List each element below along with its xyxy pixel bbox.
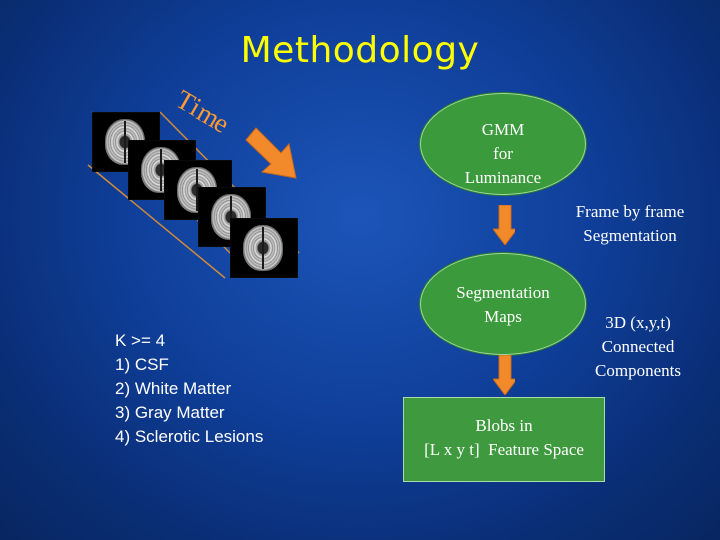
connected-line-2: Connected [601, 337, 675, 356]
blobs-line-2: [L x y t] Feature Space [424, 440, 584, 459]
classes-line-k: K >= 4 [115, 331, 166, 350]
blobs-line-1: Blobs in [475, 416, 533, 435]
segmentation-line-1: Segmentation [456, 283, 550, 302]
classes-line-white-matter: 2) White Matter [115, 379, 232, 398]
blobs-feature-space-box: Blobs in [L x y t] Feature Space [403, 397, 605, 482]
segmentation-line-2: Maps [484, 307, 522, 326]
gmm-line-2: for [493, 144, 513, 163]
mri-frame-5 [230, 218, 298, 278]
frame-by-frame-label: Frame by frame Segmentation [560, 200, 700, 248]
slide-title: Methodology [240, 30, 480, 71]
connected-line-3: Components [595, 361, 681, 380]
frame-by-frame-line-1: Frame by frame [575, 202, 685, 221]
guide-line-middle [87, 164, 226, 279]
gmm-node: GMM for Luminance [420, 93, 586, 195]
time-arrow-icon [245, 127, 297, 179]
frame-by-frame-line-2: Segmentation [583, 226, 677, 245]
down-arrow-icon [493, 205, 515, 245]
classes-line-csf: 1) CSF [115, 355, 169, 374]
segmentation-maps-node: Segmentation Maps [420, 253, 586, 355]
connected-components-label: 3D (x,y,t) Connected Components [578, 311, 698, 383]
tissue-classes-list: K >= 4 1) CSF 2) White Matter 3) Gray Ma… [115, 329, 263, 449]
gmm-line-3: Luminance [464, 168, 542, 187]
classes-line-sclerotic-lesions: 4) Sclerotic Lesions [115, 427, 264, 446]
down-arrow-icon [493, 355, 515, 395]
gmm-line-1: GMM [481, 120, 525, 139]
classes-line-gray-matter: 3) Gray Matter [115, 403, 225, 422]
connected-line-1: 3D (x,y,t) [605, 313, 671, 332]
mri-slice-image [243, 225, 283, 271]
